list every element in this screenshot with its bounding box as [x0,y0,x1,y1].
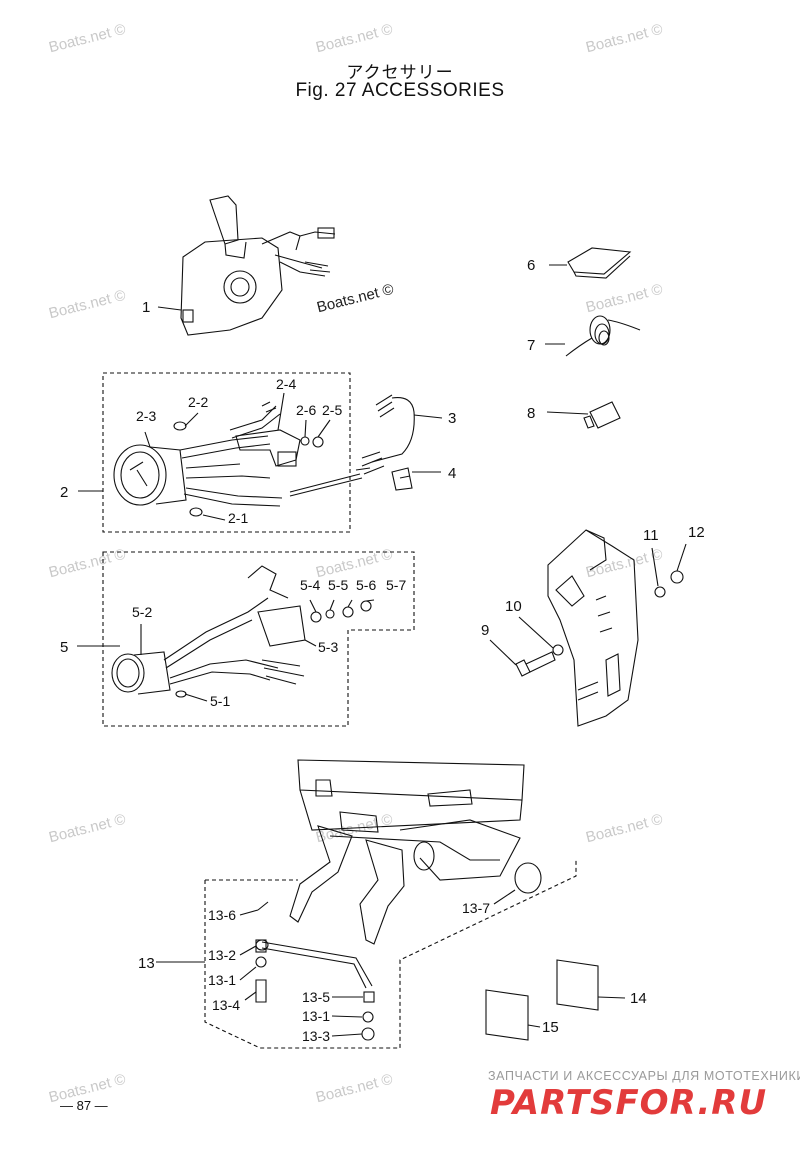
tachometer [113,401,324,517]
washer [362,1011,374,1023]
label-part-2-4: 2-4 [276,376,296,392]
mounting-bracket [547,529,639,727]
label-part-15: 15 [542,1019,559,1036]
torsion-spring [565,315,641,357]
label-part-13-4: 13-4 [212,997,240,1013]
figure-title-japanese: アクセサリー [346,63,454,82]
decal-14 [556,959,599,1011]
label-part-10: 10 [505,598,522,615]
label-part-5-5: 5-5 [328,577,348,593]
label-part-13: 13 [138,955,155,972]
label-part-13-1: 13-1 [302,1008,330,1024]
label-part-5-2: 5-2 [132,604,152,620]
label-part-5-6: 5-6 [356,577,376,593]
label-part-13-1: 13-1 [208,972,236,988]
outboard-lower-assembly [289,759,525,945]
label-part-5-7: 5-7 [386,577,406,593]
cylinder-part [514,862,542,894]
decal-15 [485,989,529,1041]
cable-clip [391,467,413,491]
label-part-8: 8 [527,405,535,422]
washer [654,586,666,598]
label-part-2-5: 2-5 [322,402,342,418]
remote-control-box [180,195,336,336]
label-part-6: 6 [527,257,535,274]
label-part-7: 7 [527,337,535,354]
banner-logo: PARTSFOR.RU [490,1083,768,1123]
label-part-11: 11 [643,527,659,544]
label-part-2-3: 2-3 [136,408,156,424]
label-part-12: 12 [688,524,705,541]
label-part-13-5: 13-5 [302,989,330,1005]
washer [552,644,564,656]
label-part-13-7: 13-7 [462,900,490,916]
label-part-1: 1 [142,299,150,316]
label-part-9: 9 [481,622,489,639]
bolt-13-4 [255,979,267,1003]
label-part-13-3: 13-3 [302,1028,330,1044]
label-part-5: 5 [60,639,68,656]
label-part-4: 4 [448,465,456,482]
nut [361,1027,375,1041]
banner-tagline: ЗАПЧАСТИ И АКСЕССУАРЫ ДЛЯ МОТОТЕХНИКИ [488,1069,800,1083]
label-part-5-1: 5-1 [210,693,230,709]
wiring-harness [289,394,415,497]
label-part-2: 2 [60,484,68,501]
label-part-2-6: 2-6 [296,402,316,418]
label-part-5-4: 5-4 [300,577,320,593]
label-part-2-2: 2-2 [188,394,208,410]
label-part-2-1: 2-1 [228,510,248,526]
pad-part [567,247,632,279]
washer [255,956,267,968]
label-part-5-3: 5-3 [318,639,338,655]
bolt [515,651,556,677]
grommet-plug [583,401,621,429]
pin [257,901,269,911]
link-rod [255,939,373,989]
page-number: — 87 — [60,1098,108,1113]
label-part-13-2: 13-2 [208,947,236,963]
figure-title: Fig. 27 ACCESSORIES [295,80,505,101]
label-part-3: 3 [448,410,456,427]
nut [670,570,684,584]
label-part-13-6: 13-6 [208,907,236,923]
label-part-14: 14 [630,990,647,1007]
collar [363,991,375,1003]
